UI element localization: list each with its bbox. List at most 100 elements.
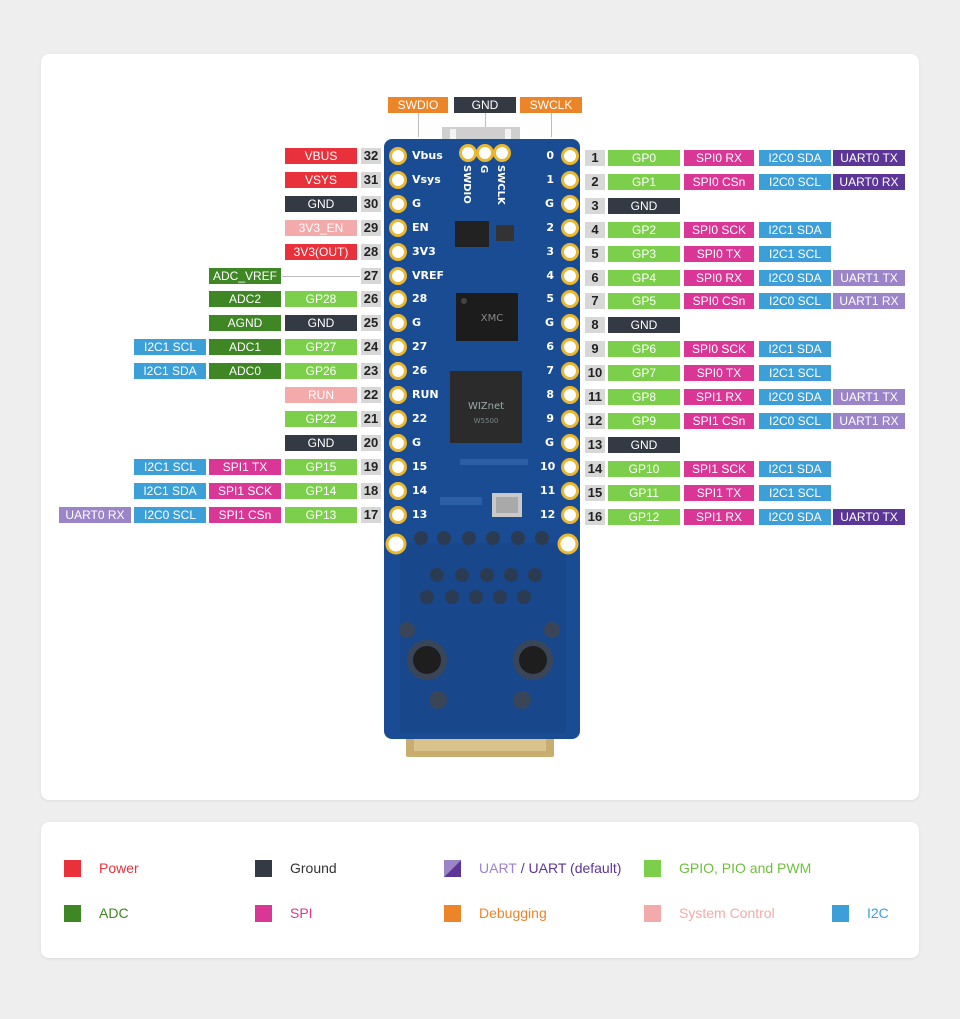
regulator-chip	[455, 221, 489, 247]
right-pin-number: 2	[585, 174, 605, 190]
left-pin-label: SPI1 TX	[209, 459, 281, 475]
right-pin-label: GP9	[608, 413, 680, 429]
left-pin-label: AGND	[209, 315, 281, 331]
left-pin-label: GP27	[285, 339, 357, 355]
left-pin-label: ADC2	[209, 291, 281, 307]
right-pin-pad	[561, 243, 579, 261]
left-pin-silk: Vsys	[412, 173, 441, 186]
left-pin-label: ADC_VREF	[209, 268, 281, 284]
right-pin-silk: 11	[540, 484, 556, 497]
right-pin-pad	[561, 386, 579, 404]
right-pin-number: 13	[585, 437, 605, 453]
debug-header-pad	[476, 144, 494, 162]
left-pin-silk: 3V3	[412, 245, 436, 258]
left-pin-number: 29	[361, 220, 381, 236]
left-pin-number: 24	[361, 339, 381, 355]
debug-header-pad	[493, 144, 511, 162]
legend-item-ground: Ground	[255, 858, 337, 878]
right-pin-label: I2C0 SDA	[759, 389, 831, 405]
header-silk-0: SWDIO	[461, 165, 472, 204]
w5500-chip	[450, 371, 522, 443]
left-pin-label: GND	[285, 315, 357, 331]
right-pin-label: I2C0 SCL	[759, 174, 831, 190]
right-pin-label: UART1 RX	[833, 413, 905, 429]
legend-label: ADC	[99, 905, 129, 921]
right-pin-silk: 1	[546, 173, 554, 186]
svg-text:XMC: XMC	[481, 313, 503, 324]
legend-label-uart-default: UART (default)	[528, 860, 622, 876]
right-pin-silk: 0	[546, 149, 554, 162]
right-pin-label: SPI1 RX	[684, 389, 754, 405]
left-pin-label: GP14	[285, 483, 357, 499]
right-pin-silk: G	[544, 316, 554, 329]
left-pin-pad	[389, 171, 407, 189]
left-pin-number: 20	[361, 435, 381, 451]
right-pin-pad	[561, 434, 579, 452]
left-pin-silk: 13	[412, 508, 428, 521]
right-pin-label: SPI0 CSn	[684, 293, 754, 309]
right-pin-number: 16	[585, 509, 605, 525]
left-pin-connector	[282, 276, 360, 277]
right-pin-number: 1	[585, 150, 605, 166]
left-pin-silk: G	[412, 197, 422, 210]
left-pin-number: 22	[361, 387, 381, 403]
right-pin-label: I2C0 SCL	[759, 413, 831, 429]
left-pin-pad	[389, 267, 407, 285]
right-pin-pad	[561, 171, 579, 189]
left-pin-label: GP22	[285, 411, 357, 427]
right-pin-label: UART0 TX	[833, 150, 905, 166]
legend-label: Debugging	[479, 905, 547, 921]
top-label-swdio: SWDIO	[388, 97, 448, 113]
left-pin-label: VBUS	[285, 148, 357, 164]
left-pin-pad	[389, 362, 407, 380]
left-pin-number: 32	[361, 148, 381, 164]
right-pin-label: I2C0 SCL	[759, 293, 831, 309]
left-pin-silk: Vbus	[412, 149, 443, 162]
right-pin-pad	[561, 458, 579, 476]
left-pin-number: 23	[361, 363, 381, 379]
legend-item-debug: Debugging	[444, 903, 547, 923]
right-pin-number: 6	[585, 270, 605, 286]
right-pin-pad	[561, 314, 579, 332]
right-pin-label: UART1 TX	[833, 270, 905, 286]
left-pin-pad	[389, 290, 407, 308]
top-label-swclk: SWCLK	[520, 97, 582, 113]
right-pin-label: GP6	[608, 341, 680, 357]
right-pin-label: SPI0 SCK	[684, 222, 754, 238]
right-pin-number: 3	[585, 198, 605, 214]
legend-swatch	[64, 904, 81, 922]
legend-card	[41, 822, 919, 958]
left-pin-label: ADC1	[209, 339, 281, 355]
left-pin-silk: VREF	[412, 269, 445, 282]
right-pin-label: SPI0 TX	[684, 365, 754, 381]
left-pin-label: I2C1 SDA	[134, 483, 206, 499]
left-pin-pad	[389, 243, 407, 261]
right-pin-label: GP5	[608, 293, 680, 309]
right-pin-label: GP4	[608, 270, 680, 286]
right-pin-number: 12	[585, 413, 605, 429]
right-pin-label: I2C1 SCL	[759, 246, 831, 262]
legend-label: SPI	[290, 905, 313, 921]
right-pin-label: GP10	[608, 461, 680, 477]
legend-label-uart: UART	[479, 860, 517, 876]
right-pin-number: 8	[585, 317, 605, 333]
left-pin-label: UART0 RX	[59, 507, 131, 523]
legend-label: Ground	[290, 860, 337, 876]
left-pin-silk: 14	[412, 484, 428, 497]
right-pin-silk: G	[544, 197, 554, 210]
right-pin-number: 14	[585, 461, 605, 477]
legend-item-uart_split: UART / UART (default)	[444, 858, 621, 878]
left-pin-number: 27	[361, 268, 381, 284]
left-pin-label: I2C1 SCL	[134, 459, 206, 475]
left-pin-label: 3V3_EN	[285, 220, 357, 236]
left-pin-label: GP26	[285, 363, 357, 379]
header-silk-2: SWCLK	[495, 165, 506, 205]
right-pin-label: I2C1 SDA	[759, 341, 831, 357]
debug-header-connector	[442, 127, 520, 141]
left-pin-silk: 26	[412, 364, 428, 377]
legend-swatch	[444, 859, 461, 877]
right-pin-silk: 9	[546, 412, 554, 425]
right-pin-pad	[561, 410, 579, 428]
right-pin-pad	[561, 267, 579, 285]
left-pin-silk: 15	[412, 460, 428, 473]
